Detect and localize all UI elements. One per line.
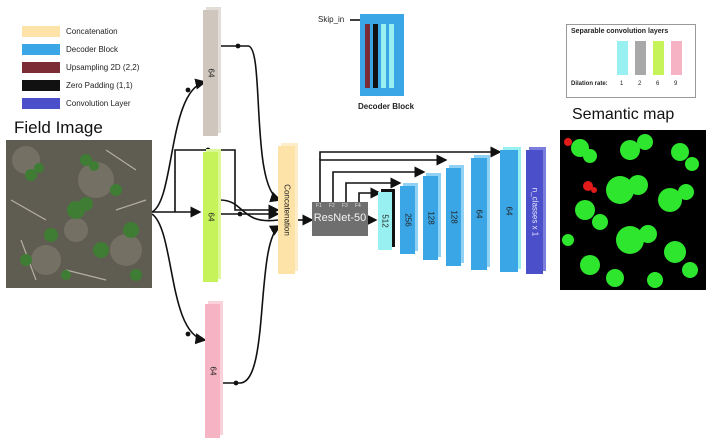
inset-upsampling-bar [365,24,370,88]
final-conv-layer: n_classes x 1 [526,150,543,274]
inset-padding-bar [373,24,378,88]
separable-swatch-4 [671,41,682,75]
decoder-block-128b: 128 [446,168,461,266]
resnet-tap-f3: F3 [342,203,348,209]
decoder-block-64b: 64 [500,150,518,272]
decoder-block-512-label: 512 [380,214,390,228]
branch-top: 64 [203,10,218,136]
edge-bottom-to-concat [220,225,282,384]
decoder-block-64a: 64 [471,158,487,270]
separable-legend: Separable convolution layers Dilation ra… [566,24,696,98]
separable-swatch-1 [617,41,628,75]
decoder-block-128a-label: 128 [426,211,435,225]
concatenation-block: Concatenation [278,146,295,274]
dilation-rate-2: 2 [638,81,642,87]
dilation-rate-4: 9 [674,81,678,87]
resnet-tap-f4: F4 [355,203,361,209]
edge-f3 [345,177,402,202]
inset-conv-bar-2 [389,24,394,88]
branch-bottom: 64 [205,304,220,438]
edge-f2 [332,166,426,202]
legend-swatch-zero-padding [22,80,60,91]
edge-top-long [319,146,502,160]
branch-middle-label: 64 [206,212,215,222]
resnet-label: ResNet-50 [313,212,367,224]
decoder-block-128a: 128 [423,176,438,260]
legend-swatch-upsampling [22,62,60,73]
decoder-block-64b-label: 64 [504,206,514,216]
decoder-block-512: 512 [378,192,392,250]
dilation-label: Dilation rate: [571,81,608,87]
decoder-block-64a-label: 64 [474,209,484,219]
concatenation-label: Concatenation [282,184,291,236]
legend-label-zero-padding: Zero Padding (1,1) [66,81,133,90]
branch-top-label: 64 [206,68,215,78]
decoder-block-256: 256 [400,186,415,254]
edge-image-to-bottom [151,213,207,345]
field-image [6,140,152,288]
semantic-map [560,130,706,290]
dilation-rate-1: 1 [620,81,624,87]
separable-swatch-2 [635,41,646,75]
field-image-label: Field Image [14,118,103,137]
legend-label-decoder-block: Decoder Block [66,45,119,54]
inset-skip-label: Skip_in [318,15,345,24]
legend-swatch-concatenation [22,26,60,37]
edge-middle-loop [219,199,279,222]
legend-swatch-convolution [22,98,60,109]
legend-label-concatenation: Concatenation [66,27,118,36]
decoder-block-256-label: 256 [403,213,412,227]
legend: Concatenation Decoder Block Upsampling 2… [22,26,172,116]
dilation-rate-3: 6 [656,81,660,87]
legend-label-convolution: Convolution Layer [66,99,131,108]
legend-label-upsampling: Upsampling 2D (2,2) [66,63,140,72]
inset-title: Decoder Block [358,102,415,111]
branch-middle: 64 [203,152,218,282]
resnet-tap-f1: F1 [316,203,322,209]
resnet-tap-f2: F2 [329,203,335,209]
semantic-map-label: Semantic map [572,106,675,123]
decoder-block-128b-label: 128 [449,210,458,224]
branch-bottom-label: 64 [208,366,217,376]
separable-swatch-3 [653,41,664,75]
final-conv-label: n_classes x 1 [530,187,539,237]
edge-image-to-top [151,78,207,213]
legend-swatch-decoder-block [22,44,60,55]
resnet-block: ResNet-50 F1 F2 F3 F4 [312,202,368,236]
inset-conv-bar-1 [381,24,386,88]
edge-skip-top [174,149,280,216]
edge-f4 [358,187,382,202]
separable-title: Separable convolution layers [571,28,669,35]
decoder-block-inset [360,14,404,96]
edge-top-to-concat [247,45,282,203]
